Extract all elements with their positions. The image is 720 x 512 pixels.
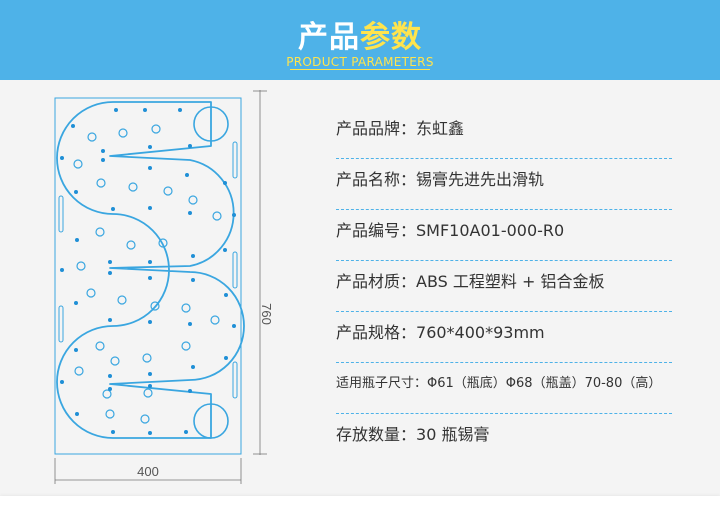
title-part-main: 产品: [298, 20, 360, 55]
spec-value: 30 瓶锡膏: [416, 425, 490, 444]
spec-label: 产品编号：: [336, 221, 417, 240]
spec-divider: [336, 413, 672, 414]
spec-label: 产品名称：: [336, 170, 417, 189]
spec-row-bottle-size: 适用瓶子尺寸：Φ61（瓶底）Φ68（瓶盖）70-80（高）: [336, 367, 706, 418]
spec-label: 产品材质：: [336, 272, 417, 291]
page-subtitle: PRODUCT PARAMETERS: [286, 55, 434, 69]
spec-divider: [336, 362, 672, 363]
product-drawing: 760 400: [54, 90, 274, 484]
spec-label: 适用瓶子尺寸：: [336, 376, 428, 391]
spec-row-size: 产品规格：760*400*93mm: [336, 316, 706, 367]
spec-row-brand: 产品品牌：东虹鑫: [336, 112, 706, 163]
spec-divider: [336, 311, 672, 312]
air-holes: [73, 124, 222, 424]
spec-row-material: 产品材质：ABS 工程塑料 + 铝合金板: [336, 265, 706, 316]
header-banner: 产品参数 PRODUCT PARAMETERS: [0, 0, 720, 80]
page-title: 产品参数: [0, 12, 720, 56]
spec-value: 东虹鑫: [416, 119, 465, 138]
spec-row-code: 产品编号：SMF10A01-000-R0: [336, 214, 706, 265]
width-dimension-label: 400: [137, 464, 159, 479]
bottom-bottle-hole: [193, 403, 229, 439]
spec-label: 存放数量：: [336, 425, 417, 444]
spec-value: 锡膏先进先出滑轨: [416, 170, 545, 189]
track-outline: [56, 101, 245, 439]
spec-value: SMF10A01-000-R0: [416, 221, 565, 240]
slot-left-2: [58, 305, 64, 343]
spec-divider: [336, 260, 672, 261]
slot-right-1: [232, 141, 238, 179]
spec-label: 产品规格：: [336, 323, 417, 342]
slot-right-3: [232, 361, 238, 399]
track-studs: [60, 108, 236, 435]
spec-value: 760*400*93mm: [416, 323, 545, 342]
spec-label: 产品品牌：: [336, 119, 417, 138]
spec-row-capacity: 存放数量：30 瓶锡膏: [336, 418, 706, 469]
spec-value: Φ61（瓶底）Φ68（瓶盖）70-80（高）: [427, 376, 662, 391]
top-bottle-hole: [193, 106, 229, 142]
bottom-strip: [0, 496, 720, 512]
spec-divider: [336, 158, 672, 159]
spec-value: ABS 工程塑料 + 铝合金板: [416, 272, 605, 291]
spec-divider: [336, 209, 672, 210]
title-part-accent: 参数: [360, 20, 422, 55]
slot-right-2: [232, 251, 238, 289]
slot-left-1: [58, 195, 64, 233]
height-dimension-label: 760: [259, 303, 274, 325]
spec-list: 产品品牌：东虹鑫 产品名称：锡膏先进先出滑轨 产品编号：SMF10A01-000…: [336, 112, 706, 469]
subtitle-underline: [290, 69, 430, 70]
spec-row-name: 产品名称：锡膏先进先出滑轨: [336, 163, 706, 214]
panel-outline: [54, 97, 242, 455]
